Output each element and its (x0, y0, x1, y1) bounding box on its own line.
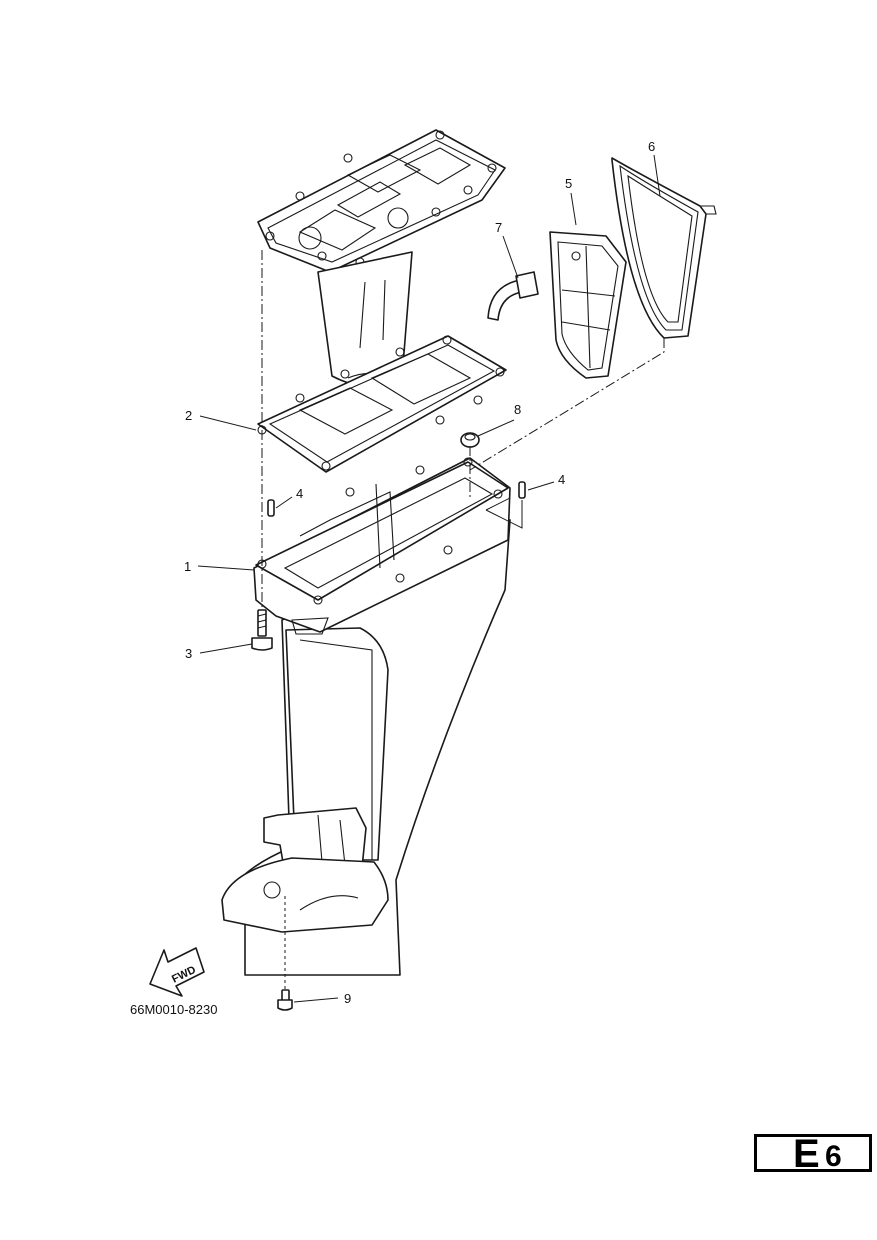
seal (611, 157, 717, 339)
svg-text:6: 6 (648, 139, 655, 154)
svg-text:3: 3 (185, 646, 192, 661)
svg-text:9: 9 (344, 991, 351, 1006)
callout-3: 3 (185, 643, 253, 661)
grommet (460, 432, 480, 448)
callout-5: 5 (565, 176, 577, 226)
assembly-lines (261, 250, 665, 990)
callout-8: 8 (477, 402, 521, 437)
callout-4-right: 4 (527, 472, 565, 491)
hose (487, 271, 539, 321)
callout-1: 1 (184, 559, 255, 574)
svg-text:4: 4 (558, 472, 565, 487)
callout-6: 6 (648, 139, 661, 197)
callout-7: 7 (495, 220, 519, 279)
seal-frame (549, 231, 627, 379)
callout-2: 2 (185, 408, 257, 431)
upper-casing (221, 457, 511, 976)
exhaust-guide (257, 129, 506, 388)
part-number: 66M0010-8230 (130, 1002, 217, 1017)
page-tag-letter: E (793, 1132, 820, 1176)
svg-text:4: 4 (296, 486, 303, 501)
svg-text:5: 5 (565, 176, 572, 191)
callout-4-left: 4 (275, 486, 303, 509)
bolt (251, 609, 273, 651)
gasket (257, 335, 507, 473)
drain-screw (277, 989, 293, 1011)
dowel-pin-left (267, 499, 275, 517)
page-tag-number: 6 (825, 1140, 842, 1173)
callout-9: 9 (293, 991, 351, 1006)
dowel-pin-right (518, 481, 526, 499)
fwd-arrow-icon: FWD (149, 947, 205, 997)
svg-text:7: 7 (495, 220, 502, 235)
svg-text:1: 1 (184, 559, 191, 574)
svg-text:8: 8 (514, 402, 521, 417)
svg-text:2: 2 (185, 408, 192, 423)
page-tag: E 6 (754, 1132, 872, 1176)
